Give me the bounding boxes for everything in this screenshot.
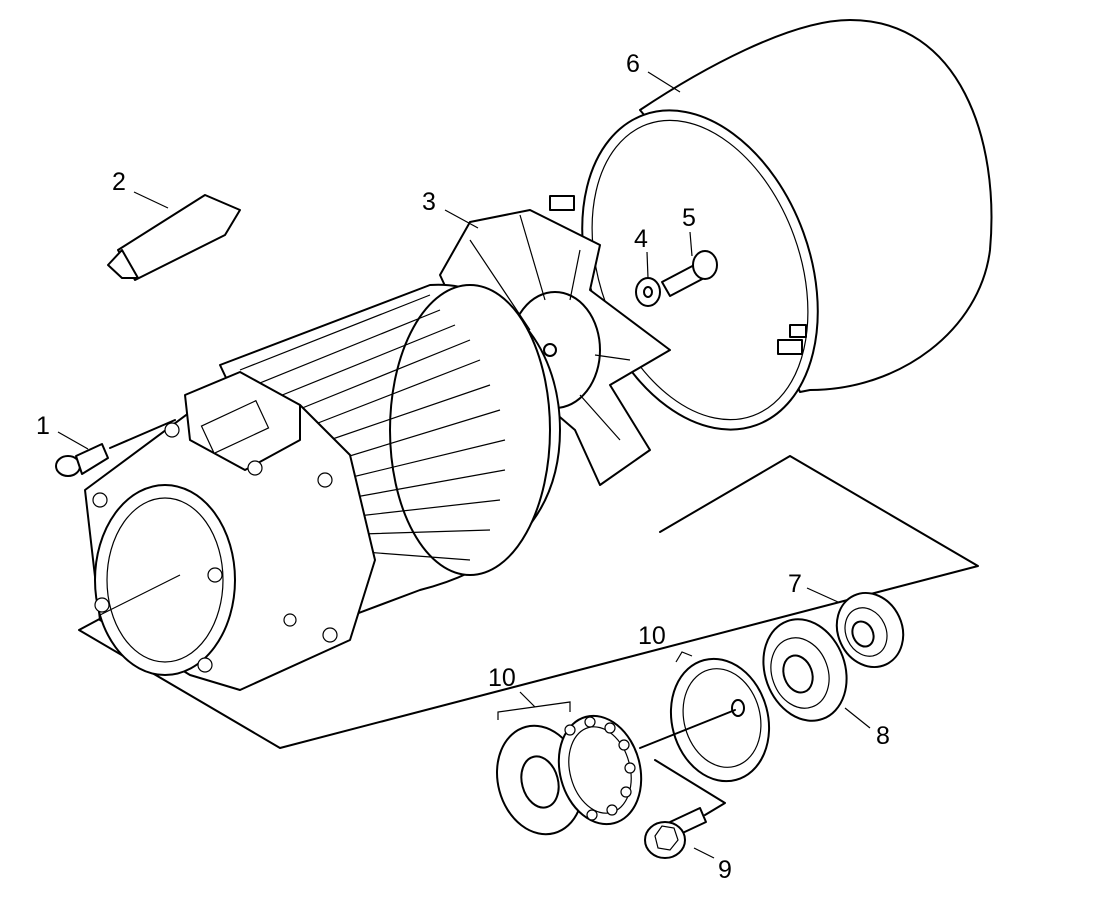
screw-part-1 <box>55 419 176 477</box>
callout-1: 1 <box>36 412 50 440</box>
callout-2: 2 <box>112 168 126 196</box>
motor-housing <box>84 283 561 691</box>
leader-lines <box>57 71 871 859</box>
callout-4: 4 <box>634 225 648 253</box>
bearing-cover-part-10-upper <box>639 657 771 816</box>
callout-10-lower: 10 <box>488 664 516 692</box>
left-assembly-frame <box>78 455 979 749</box>
callout-6: 6 <box>626 50 640 78</box>
bearing-part-8 <box>762 618 848 722</box>
callout-3: 3 <box>422 188 436 216</box>
hex-screw-part-9 <box>644 807 707 859</box>
callout-8: 8 <box>876 722 890 750</box>
callout-9: 9 <box>718 856 732 884</box>
bolt-part-5 <box>661 250 718 297</box>
grease-tube-part-2 <box>107 194 241 281</box>
seal-part-7 <box>835 592 905 668</box>
callout-5: 5 <box>682 204 696 232</box>
washer-part-4 <box>635 277 661 307</box>
callout-10-upper: 10 <box>638 622 666 650</box>
callout-7: 7 <box>788 570 802 598</box>
thrust-bearing-part-10-lower <box>496 714 643 836</box>
